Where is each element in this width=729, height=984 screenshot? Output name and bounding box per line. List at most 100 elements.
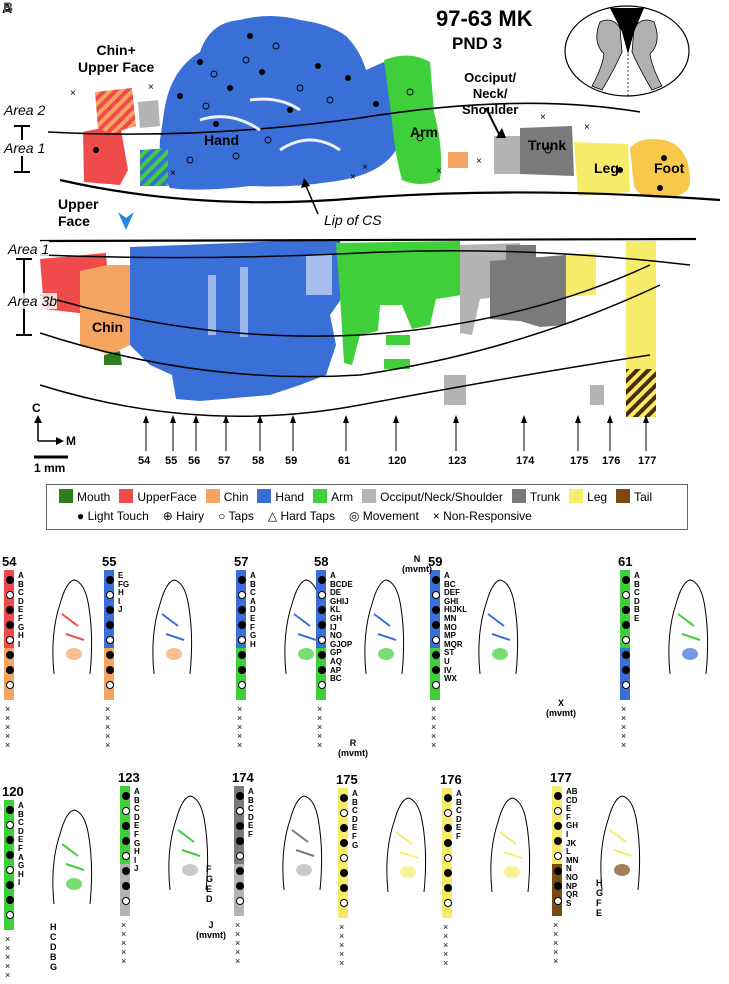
- penetration-site-dot: [106, 576, 114, 584]
- body-figure-sketch: [668, 579, 709, 675]
- penetration-site-dot: [6, 836, 14, 844]
- legend-glyph-icon: ●: [77, 509, 88, 523]
- non-responsive-mark: ×: [121, 929, 127, 939]
- non-responsive-mark: ×: [317, 731, 323, 741]
- legend-region-label: Occiput/Neck/Shoulder: [380, 490, 503, 504]
- penetration-panel-175: 175×××××A B C D E F G: [336, 772, 436, 972]
- penetration-site-dot: [122, 882, 130, 890]
- penetration-site-dot: [444, 794, 452, 802]
- penetration-site-dot: [318, 666, 326, 674]
- penetration-site-dot: [106, 681, 114, 689]
- svg-text:×: ×: [584, 122, 590, 133]
- legend-region-label: Trunk: [529, 490, 561, 504]
- non-responsive-mark: ×: [105, 740, 111, 750]
- legend-swatch: [616, 489, 631, 503]
- panel-title: 174: [232, 770, 254, 785]
- legend-region: Trunk: [511, 489, 561, 504]
- penetration-site-dot: [432, 681, 440, 689]
- penetration-site-dot: [622, 576, 630, 584]
- penetration-site-dot: [236, 852, 244, 860]
- body-figure-sketch: [168, 795, 209, 891]
- panel-letter-a: A: [2, 0, 13, 16]
- body-figure-sketch: [490, 797, 531, 893]
- penetration-site-dot: [554, 867, 562, 875]
- spinal-cord-inset: [564, 5, 690, 98]
- label-trunk: Trunk: [528, 137, 567, 153]
- non-responsive-mark: ×: [443, 940, 449, 950]
- penetration-arrow: [193, 415, 199, 451]
- penetration-arrow: [607, 415, 613, 451]
- penetration-site-dot: [106, 636, 114, 644]
- penetration-site-dot: [444, 869, 452, 877]
- penetration-label-177: 177: [638, 455, 657, 467]
- non-responsive-mark: ×: [235, 947, 241, 957]
- legend-symbol-label: Hairy: [176, 509, 205, 523]
- penetration-site-dot: [554, 882, 562, 890]
- panel-title: 55: [102, 554, 117, 569]
- penetration-panel-120: 120×××××A B C D E F A G H I: [2, 784, 102, 984]
- non-responsive-mark: ×: [105, 731, 111, 741]
- legend-region: Mouth: [59, 489, 110, 504]
- svg-text:×: ×: [540, 112, 546, 123]
- penetration-site-dot: [432, 621, 440, 629]
- body-figure-sketch: [282, 795, 323, 891]
- rf-letters: AB CD E F GH I JK L MN N NO NP QR S: [566, 787, 579, 908]
- penetration-site-dot: [554, 807, 562, 815]
- legend-region-label: Arm: [331, 490, 354, 504]
- label-area-2: Area 2: [4, 102, 46, 118]
- penetration-site-dot: [340, 884, 348, 892]
- panel-title: 120: [2, 784, 24, 799]
- penetration-site-dot: [6, 806, 14, 814]
- penetration-arrow: [343, 415, 349, 451]
- penetration-site-dot: [318, 651, 326, 659]
- penetration-site-dot: [318, 576, 326, 584]
- label-occiput: Occiput/ Neck/ Shoulder: [462, 70, 519, 117]
- legend-symbol: ◎ Movement: [349, 509, 419, 523]
- legend-region: Hand: [257, 489, 304, 504]
- legend-swatch: [119, 489, 134, 503]
- penetration-site-dot: [432, 591, 440, 599]
- penetration-arrow: [170, 415, 176, 451]
- non-responsive-mark: ×: [553, 920, 559, 930]
- non-responsive-mark: ×: [237, 740, 243, 750]
- penetration-site-dot: [6, 651, 14, 659]
- penetration-site-dot: [340, 794, 348, 802]
- penetration-site-dot: [6, 911, 14, 919]
- penetration-label-174: 174: [516, 455, 535, 467]
- label-upper-face: Upper Face: [58, 196, 99, 229]
- penetration-panel-58: 58×××××A BCDE DE GHIJ KL GH IJ NO GJOP G…: [314, 554, 414, 754]
- penetration-site-dot: [6, 681, 14, 689]
- penetration-site-dot: [432, 576, 440, 584]
- penetration-site-dot: [622, 636, 630, 644]
- penetration-site-dot: [554, 822, 562, 830]
- panel-title: 177: [550, 770, 572, 785]
- legend-region: Tail: [616, 489, 652, 504]
- non-responsive-mark: ×: [621, 731, 627, 741]
- legend-region: Chin: [205, 489, 248, 504]
- penetration-site-dot: [444, 899, 452, 907]
- non-responsive-mark: ×: [339, 940, 345, 950]
- legend-swatch: [205, 489, 220, 503]
- scale-bar-label: 1 mm: [34, 461, 66, 475]
- rf-letters: A B C D B E: [634, 571, 640, 623]
- penetration-site-dot: [236, 807, 244, 815]
- penetration-panel-176: 176×××××A B C D E F: [440, 772, 540, 972]
- penetration-site-dot: [6, 866, 14, 874]
- penetration-site-dot: [106, 666, 114, 674]
- penetration-site-dot: [622, 651, 630, 659]
- non-responsive-mark: ×: [443, 958, 449, 968]
- non-responsive-mark: ×: [121, 938, 127, 948]
- penetration-site-dot: [238, 651, 246, 659]
- non-responsive-mark: ×: [339, 922, 345, 932]
- legend-region: Occiput/Neck/Shoulder: [362, 489, 503, 504]
- penetration-site-dot: [6, 851, 14, 859]
- non-responsive-mark: ×: [443, 931, 449, 941]
- penetration-site-dot: [236, 897, 244, 905]
- penetration-strip: [4, 800, 14, 930]
- penetration-site-dot: [122, 792, 130, 800]
- non-responsive-mark: ×: [5, 740, 11, 750]
